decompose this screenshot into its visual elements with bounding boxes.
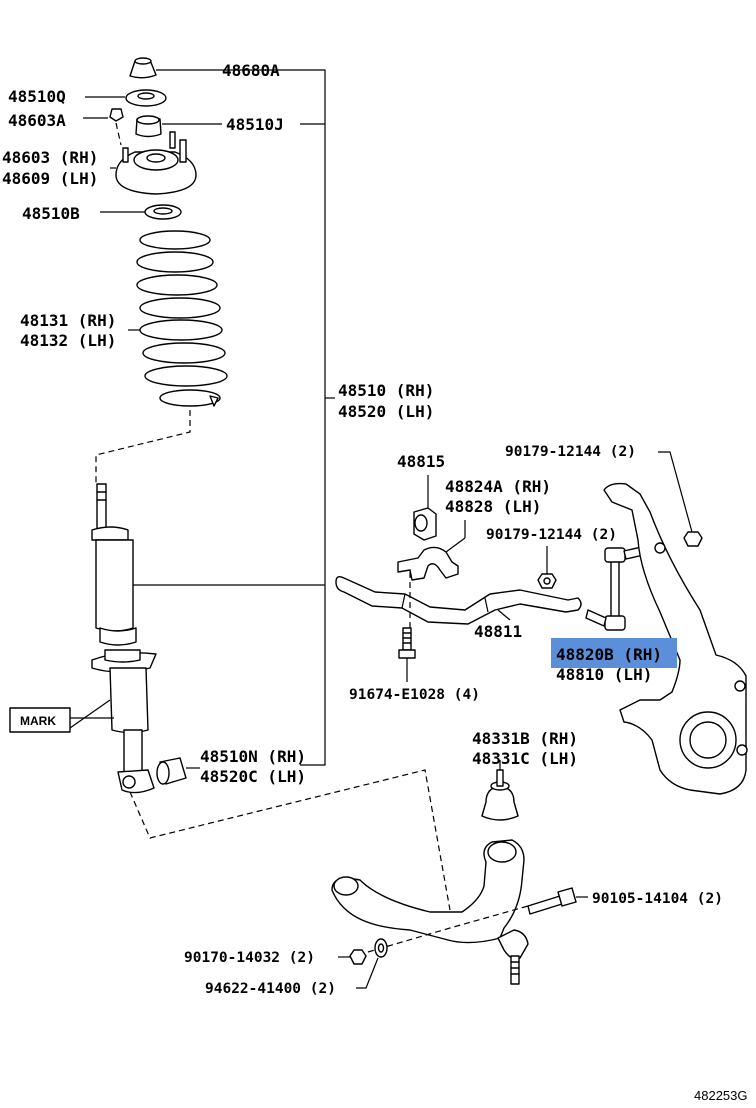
mark-label: MARK xyxy=(20,714,56,728)
figure-reference: 482253G xyxy=(694,1088,748,1103)
label-48510J[interactable]: 48510J xyxy=(226,115,284,134)
label-48820B[interactable]: 48820B (RH) xyxy=(556,645,662,664)
nut-48603A-part xyxy=(83,108,124,146)
label-48609LH[interactable]: 48609 (LH) xyxy=(2,169,98,188)
label-48132LH[interactable]: 48132 (LH) xyxy=(20,331,116,350)
label-48680A[interactable]: 48680A xyxy=(222,61,280,80)
label-48331C[interactable]: 48331C (LH) xyxy=(472,749,578,768)
arm-bolt-part xyxy=(527,887,588,915)
label-90179-right[interactable]: 90179-12144 (2) xyxy=(505,444,636,460)
stabilizer-bar-part xyxy=(335,575,582,625)
label-48828[interactable]: 48828 (LH) xyxy=(445,497,541,516)
label-48520C[interactable]: 48520C (LH) xyxy=(200,767,306,786)
shock-to-arm-guide xyxy=(129,769,451,911)
link-nut-right-part xyxy=(658,451,703,547)
label-90170[interactable]: 90170-14032 (2) xyxy=(184,950,315,966)
bushing-48510J-part xyxy=(135,115,222,138)
label-48131RH[interactable]: 48131 (RH) xyxy=(20,311,116,330)
label-48510RH[interactable]: 48510 (RH) xyxy=(338,381,434,400)
label-90179-center[interactable]: 90179-12144 (2) xyxy=(486,527,617,543)
strut-assembly-bracket xyxy=(128,69,335,766)
label-48520LH[interactable]: 48520 (LH) xyxy=(338,402,434,421)
mark-callout: MARK xyxy=(9,699,114,733)
spring-seat-48510B-part xyxy=(100,204,182,220)
coil-spring-part xyxy=(95,230,228,484)
label-48510B[interactable]: 48510B xyxy=(22,204,80,223)
shock-absorber-part xyxy=(91,483,157,794)
label-48510N[interactable]: 48510N (RH) xyxy=(200,747,306,766)
ball-joint-bushing-part xyxy=(481,760,519,821)
link-nut-center-part xyxy=(537,546,557,589)
bound-stopper-cap-part xyxy=(129,57,222,79)
label-48510Q[interactable]: 48510Q xyxy=(8,87,66,106)
stabilizer-bracket-part xyxy=(397,520,466,628)
arm-washer-part xyxy=(356,938,388,989)
arm-nut-part xyxy=(338,949,367,965)
label-48824A[interactable]: 48824A (RH) xyxy=(445,477,551,496)
suspension-support-part xyxy=(110,131,197,195)
highlight-48820B xyxy=(551,638,677,668)
lower-bushing-part xyxy=(156,757,200,785)
upper-seat-part xyxy=(85,89,167,107)
bracket-bolt-part xyxy=(398,627,416,682)
label-48815[interactable]: 48815 xyxy=(397,452,445,471)
label-48603A[interactable]: 48603A xyxy=(8,111,66,130)
label-48603RH[interactable]: 48603 (RH) xyxy=(2,148,98,167)
label-94622[interactable]: 94622-41400 (2) xyxy=(205,981,336,997)
stabilizer-bushing-part xyxy=(413,475,437,541)
lower-control-arm-part xyxy=(331,839,557,985)
label-48810[interactable]: 48810 (LH) xyxy=(556,665,652,684)
label-48811[interactable]: 48811 xyxy=(474,622,522,641)
label-91674[interactable]: 91674-E1028 (4) xyxy=(349,687,480,703)
stabilizer-link-part xyxy=(585,545,649,631)
label-48331B[interactable]: 48331B (RH) xyxy=(472,729,578,748)
label-90105[interactable]: 90105-14104 (2) xyxy=(592,891,723,907)
